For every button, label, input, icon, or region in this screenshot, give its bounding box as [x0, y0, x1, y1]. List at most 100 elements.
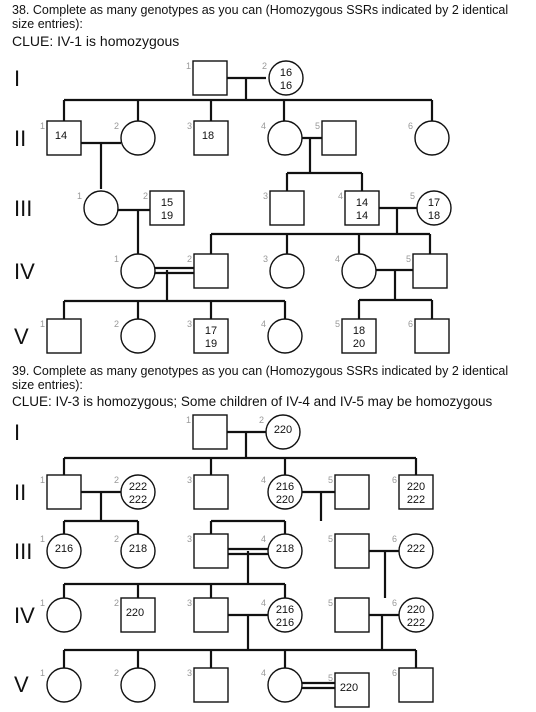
individual-number: 2	[114, 668, 119, 678]
individual-number: 1	[40, 475, 45, 485]
female-IV-4	[341, 253, 377, 289]
female-I-2	[268, 60, 304, 96]
genotype-allele: 222	[407, 494, 425, 506]
female-II-4	[267, 474, 303, 510]
female-V-4	[267, 667, 303, 703]
female-III-2	[120, 533, 156, 569]
male-IV-5	[334, 597, 370, 633]
genotype-allele: 14	[55, 130, 67, 142]
genotype-allele: 220	[407, 481, 425, 493]
individual-number: 5	[328, 673, 333, 683]
genotype-allele: 218	[276, 543, 294, 555]
male-V-6	[414, 318, 450, 354]
genotype-allele: 16	[280, 80, 292, 92]
individual-number: 3	[187, 534, 192, 544]
male-III-4	[344, 190, 380, 226]
individual-number: 6	[408, 319, 413, 329]
male-IV-3	[193, 597, 229, 633]
male-V-3	[193, 667, 229, 703]
male-V-6	[398, 667, 434, 703]
individual-number: 4	[335, 254, 340, 264]
individual-number: 6	[392, 534, 397, 544]
female-III-1	[46, 533, 82, 569]
genotype-allele: 17	[205, 325, 217, 337]
male-III-5	[334, 533, 370, 569]
individual-number: 5	[328, 598, 333, 608]
female-IV-3	[269, 253, 305, 289]
individual-number: 4	[261, 121, 266, 131]
male-II-5	[334, 474, 370, 510]
individual-number: 3	[263, 254, 268, 264]
male-V-5	[334, 672, 370, 708]
individual-number: 2	[114, 475, 119, 485]
genotype-allele: 19	[161, 210, 173, 222]
male-II-3	[193, 474, 229, 510]
individual-number: 1	[40, 534, 45, 544]
female-IV-4	[267, 597, 303, 633]
individual-number: 1	[40, 668, 45, 678]
individual-number: 3	[187, 668, 192, 678]
generation-label: II	[14, 126, 26, 151]
genotype-allele: 222	[407, 617, 425, 629]
female-I-2	[265, 414, 301, 450]
female-IV-1	[120, 253, 156, 289]
individual-number: 2	[187, 254, 192, 264]
individual-number: 4	[261, 475, 266, 485]
individual-number: 5	[410, 191, 415, 201]
q39-clue: CLUE: IV-3 is homozygous; Some children …	[12, 394, 493, 409]
genotype-allele: 18	[202, 130, 214, 142]
genotype-allele: 216	[276, 617, 294, 629]
male-II-5	[321, 120, 357, 156]
genotype-allele: 216	[55, 543, 73, 555]
genotype-allele: 19	[205, 338, 217, 350]
genotype-allele: 17	[428, 197, 440, 209]
individual-number: 3	[263, 191, 268, 201]
individual-number: 2	[114, 534, 119, 544]
female-II-4	[267, 120, 303, 156]
genotype-allele: 220	[276, 494, 294, 506]
individual-number: 4	[261, 319, 266, 329]
genotype-allele: 222	[129, 481, 147, 493]
female-III-5	[416, 190, 452, 226]
individual-number: 6	[392, 668, 397, 678]
individual-number: 1	[114, 254, 119, 264]
genotype-allele: 222	[407, 543, 425, 555]
female-IV-6	[398, 597, 434, 633]
genotype-allele: 220	[274, 424, 292, 436]
generation-label: I	[14, 420, 20, 445]
q38-title: 38. Complete as many genotypes as you ca…	[12, 3, 512, 31]
female-II-6	[414, 120, 450, 156]
individual-number: 4	[261, 598, 266, 608]
individual-number: 3	[187, 598, 192, 608]
male-V-1	[46, 318, 82, 354]
male-I-1	[192, 414, 228, 450]
individual-number: 1	[40, 121, 45, 131]
individual-number: 1	[40, 319, 45, 329]
male-III-3	[193, 533, 229, 569]
female-III-6	[398, 533, 434, 569]
female-II-2	[120, 120, 156, 156]
genotype-allele: 220	[126, 607, 144, 619]
individual-number: 2	[262, 61, 267, 71]
individual-number: 5	[335, 319, 340, 329]
male-II-1	[46, 120, 82, 156]
genotype-allele: 18	[428, 210, 440, 222]
individual-number: 3	[187, 475, 192, 485]
generation-label: III	[14, 196, 32, 221]
individual-number: 4	[261, 668, 266, 678]
generation-label: II	[14, 480, 26, 505]
genotype-allele: 220	[340, 682, 358, 694]
female-V-2	[120, 318, 156, 354]
genotype-allele: 20	[353, 338, 365, 350]
generation-label: III	[14, 539, 32, 564]
female-V-2	[120, 667, 156, 703]
male-V-3	[193, 318, 229, 354]
individual-number: 2	[114, 598, 119, 608]
genotype-allele: 16	[280, 67, 292, 79]
individual-number: 5	[315, 121, 320, 131]
individual-number: 2	[143, 191, 148, 201]
individual-number: 1	[186, 415, 191, 425]
male-III-3	[269, 190, 305, 226]
individual-number: 2	[114, 319, 119, 329]
